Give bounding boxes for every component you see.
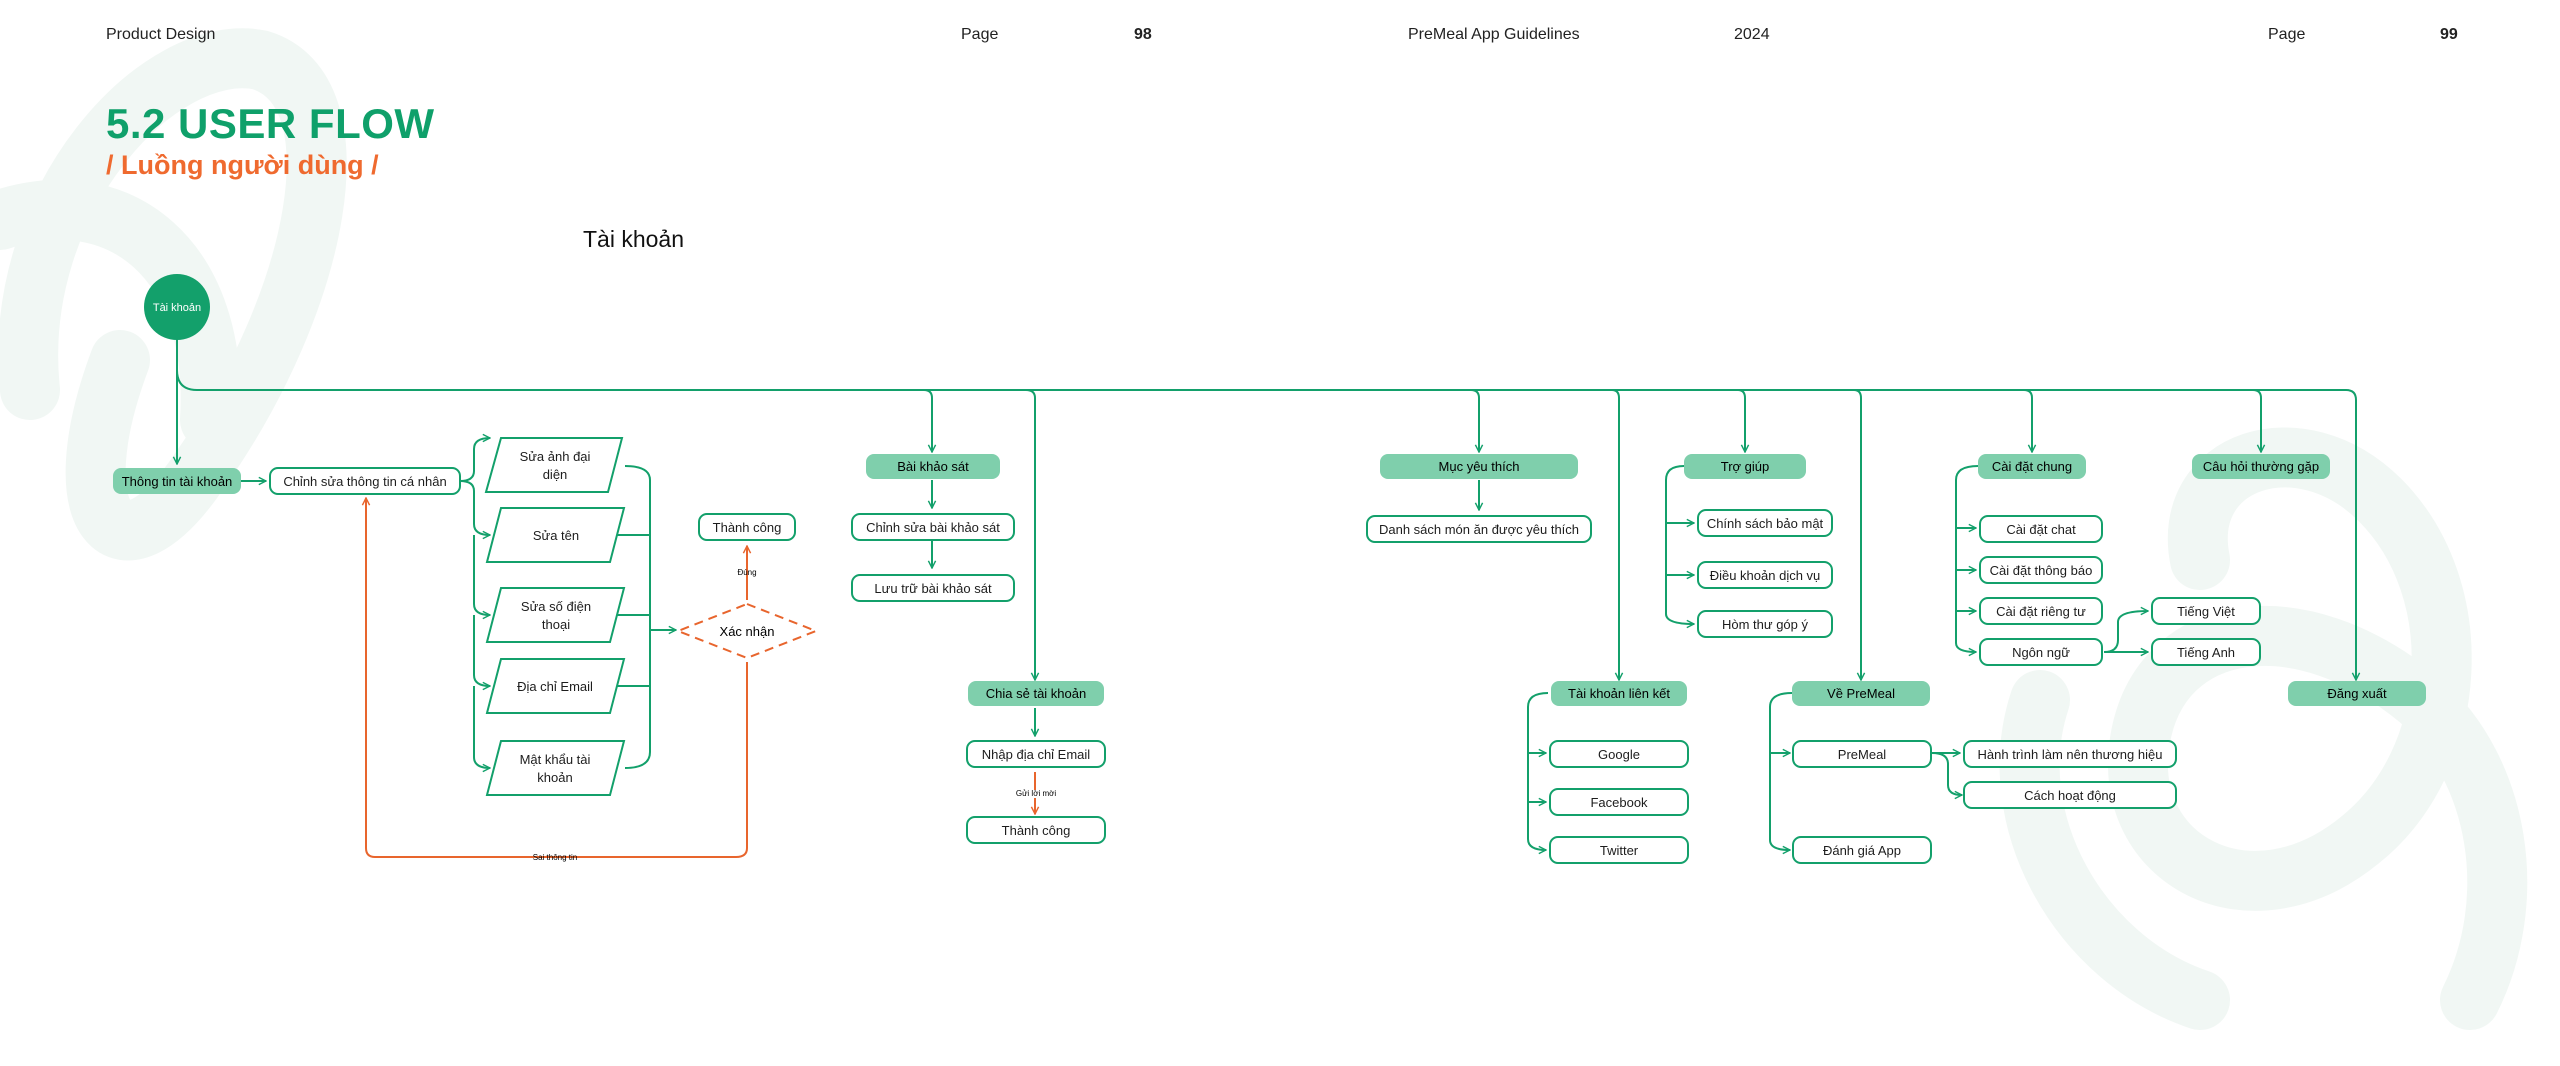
- edit-survey-node[interactable]: Chỉnh sửa bài khảo sát: [851, 513, 1015, 541]
- surveys-label: Bài khảo sát: [897, 459, 969, 474]
- enter-email-label: Nhập địa chỉ Email: [982, 747, 1090, 762]
- header-product-design: Product Design: [106, 26, 216, 43]
- header-page-label: Page: [961, 26, 999, 43]
- google-node[interactable]: Google: [1549, 740, 1689, 768]
- email-address-label: Địa chỉ Email: [517, 679, 593, 694]
- connector-lines-orange: [366, 498, 1035, 858]
- language-label: Ngôn ngữ: [2012, 645, 2070, 660]
- help-node[interactable]: Trợ giúp: [1684, 454, 1806, 479]
- vietnamese-label: Tiếng Việt: [2177, 604, 2235, 619]
- about-label: Về PreMeal: [1827, 686, 1895, 701]
- how-it-works-node[interactable]: Cách hoạt động: [1963, 781, 2177, 809]
- logout-node[interactable]: Đăng xuất: [2288, 681, 2426, 706]
- success-2-label: Thành công: [1002, 823, 1071, 838]
- header-page-label-2: Page: [2268, 26, 2306, 43]
- edit-phone-label-2: thoại: [542, 617, 570, 632]
- enter-email-node[interactable]: Nhập địa chỉ Email: [966, 740, 1106, 768]
- premeal-label: PreMeal: [1838, 747, 1887, 762]
- success-1-label: Thành công: [713, 520, 782, 535]
- linked-accounts-label: Tài khoản liên kết: [1568, 686, 1670, 701]
- account-info-label: Thông tin tài khoản: [122, 474, 233, 489]
- facebook-node[interactable]: Facebook: [1549, 788, 1689, 816]
- share-account-label: Chia sẻ tài khoản: [986, 686, 1086, 701]
- brand-journey-label: Hành trình làm nên thương hiệu: [1978, 747, 2163, 762]
- account-password-label-1: Mật khẩu tài: [520, 752, 591, 767]
- linked-accounts-node[interactable]: Tài khoản liên kết: [1551, 681, 1687, 706]
- edit-avatar-label-2: diện: [543, 467, 568, 482]
- save-survey-label: Lưu trữ bài khảo sát: [874, 581, 992, 596]
- save-survey-node[interactable]: Lưu trữ bài khảo sát: [851, 574, 1015, 602]
- privacy-settings-label: Cài đặt riêng tư: [1996, 604, 2086, 619]
- terms-label: Điều khoản dịch vụ: [1710, 568, 1821, 583]
- terms-node[interactable]: Điều khoản dịch vụ: [1697, 561, 1833, 589]
- help-label: Trợ giúp: [1721, 459, 1770, 474]
- account-password-node[interactable]: Mật khẩu tài khoản: [485, 740, 626, 796]
- chat-settings-node[interactable]: Cài đặt chat: [1979, 515, 2103, 543]
- brand-journey-node[interactable]: Hành trình làm nên thương hiệu: [1963, 740, 2177, 768]
- edit-name-node[interactable]: Sửa tên: [485, 507, 626, 563]
- favorite-list-node[interactable]: Danh sách món ăn được yêu thích: [1366, 515, 1592, 543]
- account-password-label-2: khoản: [537, 770, 572, 785]
- header-year: 2024: [1734, 26, 1770, 43]
- share-account-node[interactable]: Chia sẻ tài khoản: [968, 681, 1104, 706]
- surveys-node[interactable]: Bài khảo sát: [866, 454, 1000, 479]
- root-node[interactable]: Tài khoản: [144, 274, 210, 340]
- edit-phone-node[interactable]: Sửa số điện thoại: [485, 587, 626, 643]
- about-node[interactable]: Về PreMeal: [1792, 681, 1930, 706]
- favorites-node[interactable]: Mục yêu thích: [1380, 454, 1578, 479]
- edit-name-label: Sửa tên: [533, 528, 579, 543]
- connector-lines: [177, 338, 2356, 850]
- header-page-number-2: 99: [2440, 26, 2458, 43]
- edit-survey-label: Chỉnh sửa bài khảo sát: [866, 520, 1000, 535]
- edit-avatar-node[interactable]: Sửa ảnh đại diện: [484, 437, 624, 493]
- favorite-list-label: Danh sách món ăn được yêu thích: [1379, 522, 1579, 537]
- english-label: Tiếng Anh: [2177, 645, 2235, 660]
- edit-phone-label-1: Sửa số điện: [521, 599, 591, 614]
- twitter-label: Twitter: [1600, 843, 1639, 858]
- faq-label: Câu hỏi thường gặp: [2203, 459, 2319, 474]
- confirm-decision-node[interactable]: Xác nhận: [675, 602, 819, 660]
- favorites-label: Mục yêu thích: [1439, 459, 1520, 474]
- confirm-label: Xác nhận: [720, 624, 775, 639]
- notification-settings-node[interactable]: Cài đặt thông báo: [1979, 556, 2103, 584]
- facebook-label: Facebook: [1590, 795, 1648, 810]
- privacy-policy-node[interactable]: Chính sách bảo mật: [1697, 509, 1833, 537]
- english-node[interactable]: Tiếng Anh: [2151, 638, 2261, 666]
- vietnamese-node[interactable]: Tiếng Việt: [2151, 597, 2261, 625]
- chat-settings-label: Cài đặt chat: [2006, 522, 2076, 537]
- yes-edge-label: Đúng: [737, 568, 756, 577]
- premeal-node[interactable]: PreMeal: [1792, 740, 1932, 768]
- privacy-settings-node[interactable]: Cài đặt riêng tư: [1979, 597, 2103, 625]
- rate-app-label: Đánh giá App: [1823, 843, 1901, 858]
- twitter-node[interactable]: Twitter: [1549, 836, 1689, 864]
- edit-profile-node[interactable]: Chỉnh sửa thông tin cá nhân: [269, 467, 461, 495]
- success-1-node[interactable]: Thành công: [698, 513, 796, 541]
- edit-profile-label: Chỉnh sửa thông tin cá nhân: [283, 474, 446, 489]
- rate-app-node[interactable]: Đánh giá App: [1792, 836, 1932, 864]
- root-node-label: Tài khoản: [153, 302, 201, 314]
- privacy-policy-label: Chính sách bảo mật: [1707, 516, 1824, 531]
- feedback-node[interactable]: Hòm thư góp ý: [1697, 610, 1833, 638]
- general-settings-label: Cài đặt chung: [1992, 459, 2072, 474]
- how-it-works-label: Cách hoạt động: [2024, 788, 2116, 803]
- account-info-node[interactable]: Thông tin tài khoản: [113, 468, 241, 494]
- faq-node[interactable]: Câu hỏi thường gặp: [2192, 454, 2330, 479]
- email-address-node[interactable]: Địa chỉ Email: [485, 658, 626, 714]
- wrong-info-edge-label: Sai thông tin: [533, 853, 577, 862]
- page-subtitle: / Luồng người dùng /: [106, 150, 379, 180]
- page-title: 5.2 USER FLOW: [106, 100, 435, 147]
- edit-avatar-label-1: Sửa ảnh đại: [520, 449, 591, 464]
- language-node[interactable]: Ngôn ngữ: [1979, 638, 2103, 666]
- notification-settings-label: Cài đặt thông báo: [1990, 563, 2093, 578]
- success-2-node[interactable]: Thành công: [966, 816, 1106, 844]
- header-page-number: 98: [1134, 26, 1152, 43]
- logout-label: Đăng xuất: [2327, 686, 2387, 701]
- send-invite-edge-label: Gửi lời mời: [1016, 789, 1057, 798]
- general-settings-node[interactable]: Cài đặt chung: [1978, 454, 2086, 479]
- section-title: Tài khoản: [583, 226, 685, 252]
- google-label: Google: [1598, 747, 1640, 762]
- feedback-label: Hòm thư góp ý: [1722, 617, 1809, 632]
- header-guide-title: PreMeal App Guidelines: [1408, 26, 1580, 43]
